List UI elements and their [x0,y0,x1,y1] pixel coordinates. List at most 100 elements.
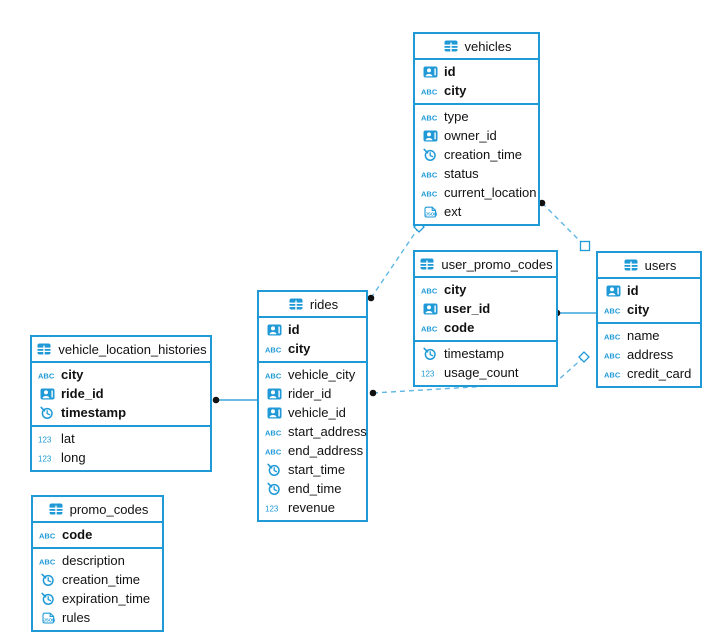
column-row-id[interactable]: id [598,281,700,300]
string-type-icon: ABC [265,444,283,458]
column-label: ride_id [61,386,104,401]
column-row-description[interactable]: ABC description [33,551,162,570]
column-row-current_location[interactable]: ABC current_location [415,183,538,202]
table-icon [418,257,436,271]
relationship-user_promo_codes-users [553,309,597,317]
user-id-icon [38,387,56,401]
svg-text:ABC: ABC [265,428,282,437]
column-label: code [444,320,475,335]
column-row-start_time[interactable]: start_time [259,460,366,479]
column-row-user_id[interactable]: user_id [415,299,556,318]
relationship-square-marker [579,240,591,252]
column-row-end_time[interactable]: end_time [259,479,366,498]
timestamp-type-icon [265,482,283,496]
column-row-expiration_time[interactable]: expiration_time [33,589,162,608]
column-row-creation_time[interactable]: creation_time [415,145,538,164]
string-type-icon: ABC [604,329,622,343]
table-icon [287,297,305,311]
column-label: creation_time [62,572,141,587]
column-row-id[interactable]: id [415,62,538,81]
column-label: description [62,553,125,568]
column-label: vehicle_city [288,367,356,382]
column-row-vehicle_city[interactable]: ABC vehicle_city [259,365,366,384]
svg-text:ABC: ABC [38,371,55,380]
column-row-end_address[interactable]: ABC end_address [259,441,366,460]
table-icon [442,39,460,53]
svg-text:ABC: ABC [421,189,438,198]
svg-text:ABC: ABC [421,170,438,179]
user-id-icon [421,302,439,316]
column-row-id[interactable]: id [259,320,366,339]
svg-text:123: 123 [38,454,52,463]
number-type-icon: 123 [38,451,56,465]
table-header[interactable]: promo_codes [33,497,162,523]
table-header[interactable]: rides [259,292,366,318]
column-label: status [444,166,479,181]
table-header[interactable]: user_promo_codes [415,252,556,278]
number-type-icon: 123 [421,366,439,380]
column-row-vehicle_id[interactable]: vehicle_id [259,403,366,422]
timestamp-type-icon [421,148,439,162]
column-row-status[interactable]: ABC status [415,164,538,183]
column-row-timestamp[interactable]: timestamp [415,344,556,363]
column-label: rules [62,610,91,625]
timestamp-type-icon [39,573,57,587]
column-row-rules[interactable]: JSON rules [33,608,162,627]
table-header[interactable]: vehicle_location_histories [32,337,210,363]
column-row-timestamp[interactable]: timestamp [32,403,210,422]
svg-text:ABC: ABC [421,286,438,295]
column-label: user_id [444,301,491,316]
timestamp-type-icon [421,347,439,361]
column-row-rider_id[interactable]: rider_id [259,384,366,403]
svg-text:ABC: ABC [604,306,621,315]
table-title: promo_codes [69,501,149,517]
user-id-icon [421,65,439,79]
column-label: creation_time [444,147,523,162]
column-row-owner_id[interactable]: owner_id [415,126,538,145]
svg-text:ABC: ABC [421,113,438,122]
column-row-creation_time[interactable]: creation_time [33,570,162,589]
string-type-icon: ABC [265,425,283,439]
svg-text:ABC: ABC [39,531,56,540]
table-header[interactable]: vehicles [415,34,538,60]
table-title: vehicles [464,38,512,54]
timestamp-type-icon [38,406,56,420]
column-label: current_location [444,185,537,200]
table-header[interactable]: users [598,253,700,279]
svg-text:ABC: ABC [265,371,282,380]
column-label: end_address [288,443,364,458]
column-row-ride_id[interactable]: ride_id [32,384,210,403]
relationship-dot-marker [369,389,377,397]
user-id-icon [265,323,283,337]
string-type-icon: ABC [39,554,57,568]
json-type-icon: JSON [39,611,57,625]
